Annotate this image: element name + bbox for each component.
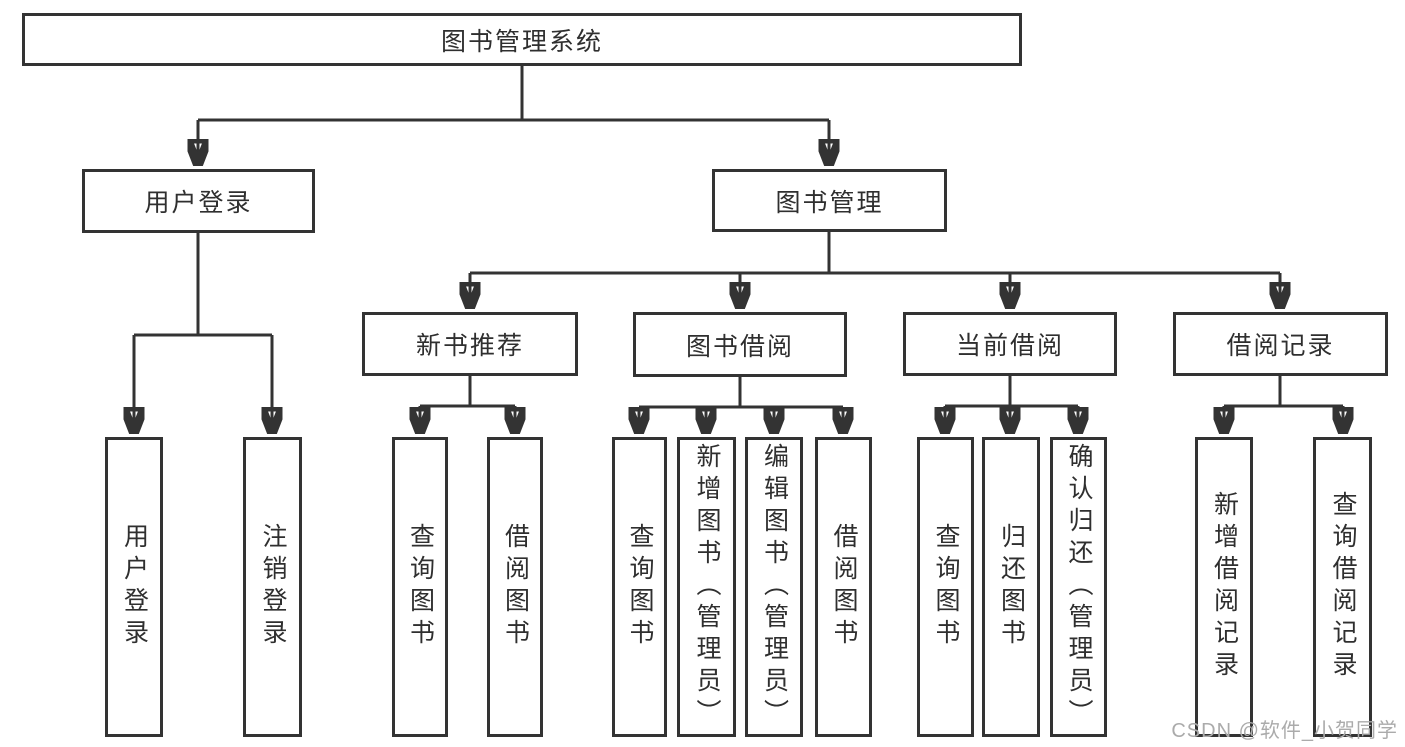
node-root-label: 图书管理系统 (440, 27, 603, 56)
node-book-borrow-label: 图书借阅 (685, 332, 794, 361)
leaf-return-books-label: 归还图书 (997, 523, 1026, 651)
node-new-book-recommend-label: 新书推荐 (415, 332, 524, 360)
leaf-query-books-2: 查询图书 (612, 437, 667, 737)
leaf-add-borrow-record-label: 新增借阅记录 (1210, 491, 1239, 683)
leaf-return-books: 归还图书 (982, 437, 1040, 737)
node-user-login: 用户登录 (82, 169, 315, 233)
leaf-edit-books-admin: 编辑图书（管理员） (745, 437, 803, 737)
node-book-management: 图书管理 (712, 169, 947, 232)
leaf-borrow-books-1: 借阅图书 (487, 437, 543, 737)
leaf-borrow-books-2-label: 借阅图书 (830, 523, 858, 651)
leaf-borrow-books-2: 借阅图书 (815, 437, 872, 737)
leaf-confirm-return-admin-label: 确认归还（管理员） (1065, 443, 1093, 731)
node-user-login-label: 用户登录 (144, 189, 253, 217)
leaf-query-books-3: 查询图书 (917, 437, 974, 737)
leaf-query-borrow-record-label: 查询借阅记录 (1329, 491, 1357, 683)
node-new-book-recommend: 新书推荐 (362, 312, 578, 376)
watermark: CSDN @软件_小贺同学 (1171, 720, 1398, 742)
connector-trunk-lines (134, 66, 1343, 409)
node-book-management-label: 图书管理 (775, 188, 884, 217)
leaf-query-books-1-label: 查询图书 (406, 523, 435, 651)
leaf-logout: 注销登录 (243, 437, 302, 737)
leaf-logout-label: 注销登录 (259, 523, 287, 651)
leaf-borrow-books-1-label: 借阅图书 (501, 523, 530, 651)
node-borrow-records-label: 借阅记录 (1226, 332, 1335, 360)
leaf-query-books-2-label: 查询图书 (626, 523, 654, 651)
leaf-add-books-admin: 新增图书（管理员） (677, 437, 736, 737)
leaf-add-borrow-record: 新增借阅记录 (1195, 437, 1253, 737)
leaf-query-borrow-record: 查询借阅记录 (1313, 437, 1372, 737)
leaf-query-books-3-label: 查询图书 (932, 523, 960, 651)
node-current-borrow: 当前借阅 (903, 312, 1117, 376)
leaf-user-login: 用户登录 (105, 437, 163, 737)
node-book-borrow: 图书借阅 (633, 312, 847, 377)
leaf-add-books-admin-label: 新增图书（管理员） (693, 443, 721, 731)
node-current-borrow-label: 当前借阅 (955, 332, 1064, 360)
node-root: 图书管理系统 (22, 13, 1022, 66)
node-borrow-records: 借阅记录 (1173, 312, 1388, 376)
leaf-edit-books-admin-label: 编辑图书（管理员） (760, 443, 789, 731)
leaf-user-login-label: 用户登录 (120, 523, 149, 651)
leaf-confirm-return-admin: 确认归还（管理员） (1050, 437, 1107, 737)
leaf-query-books-1: 查询图书 (392, 437, 448, 737)
